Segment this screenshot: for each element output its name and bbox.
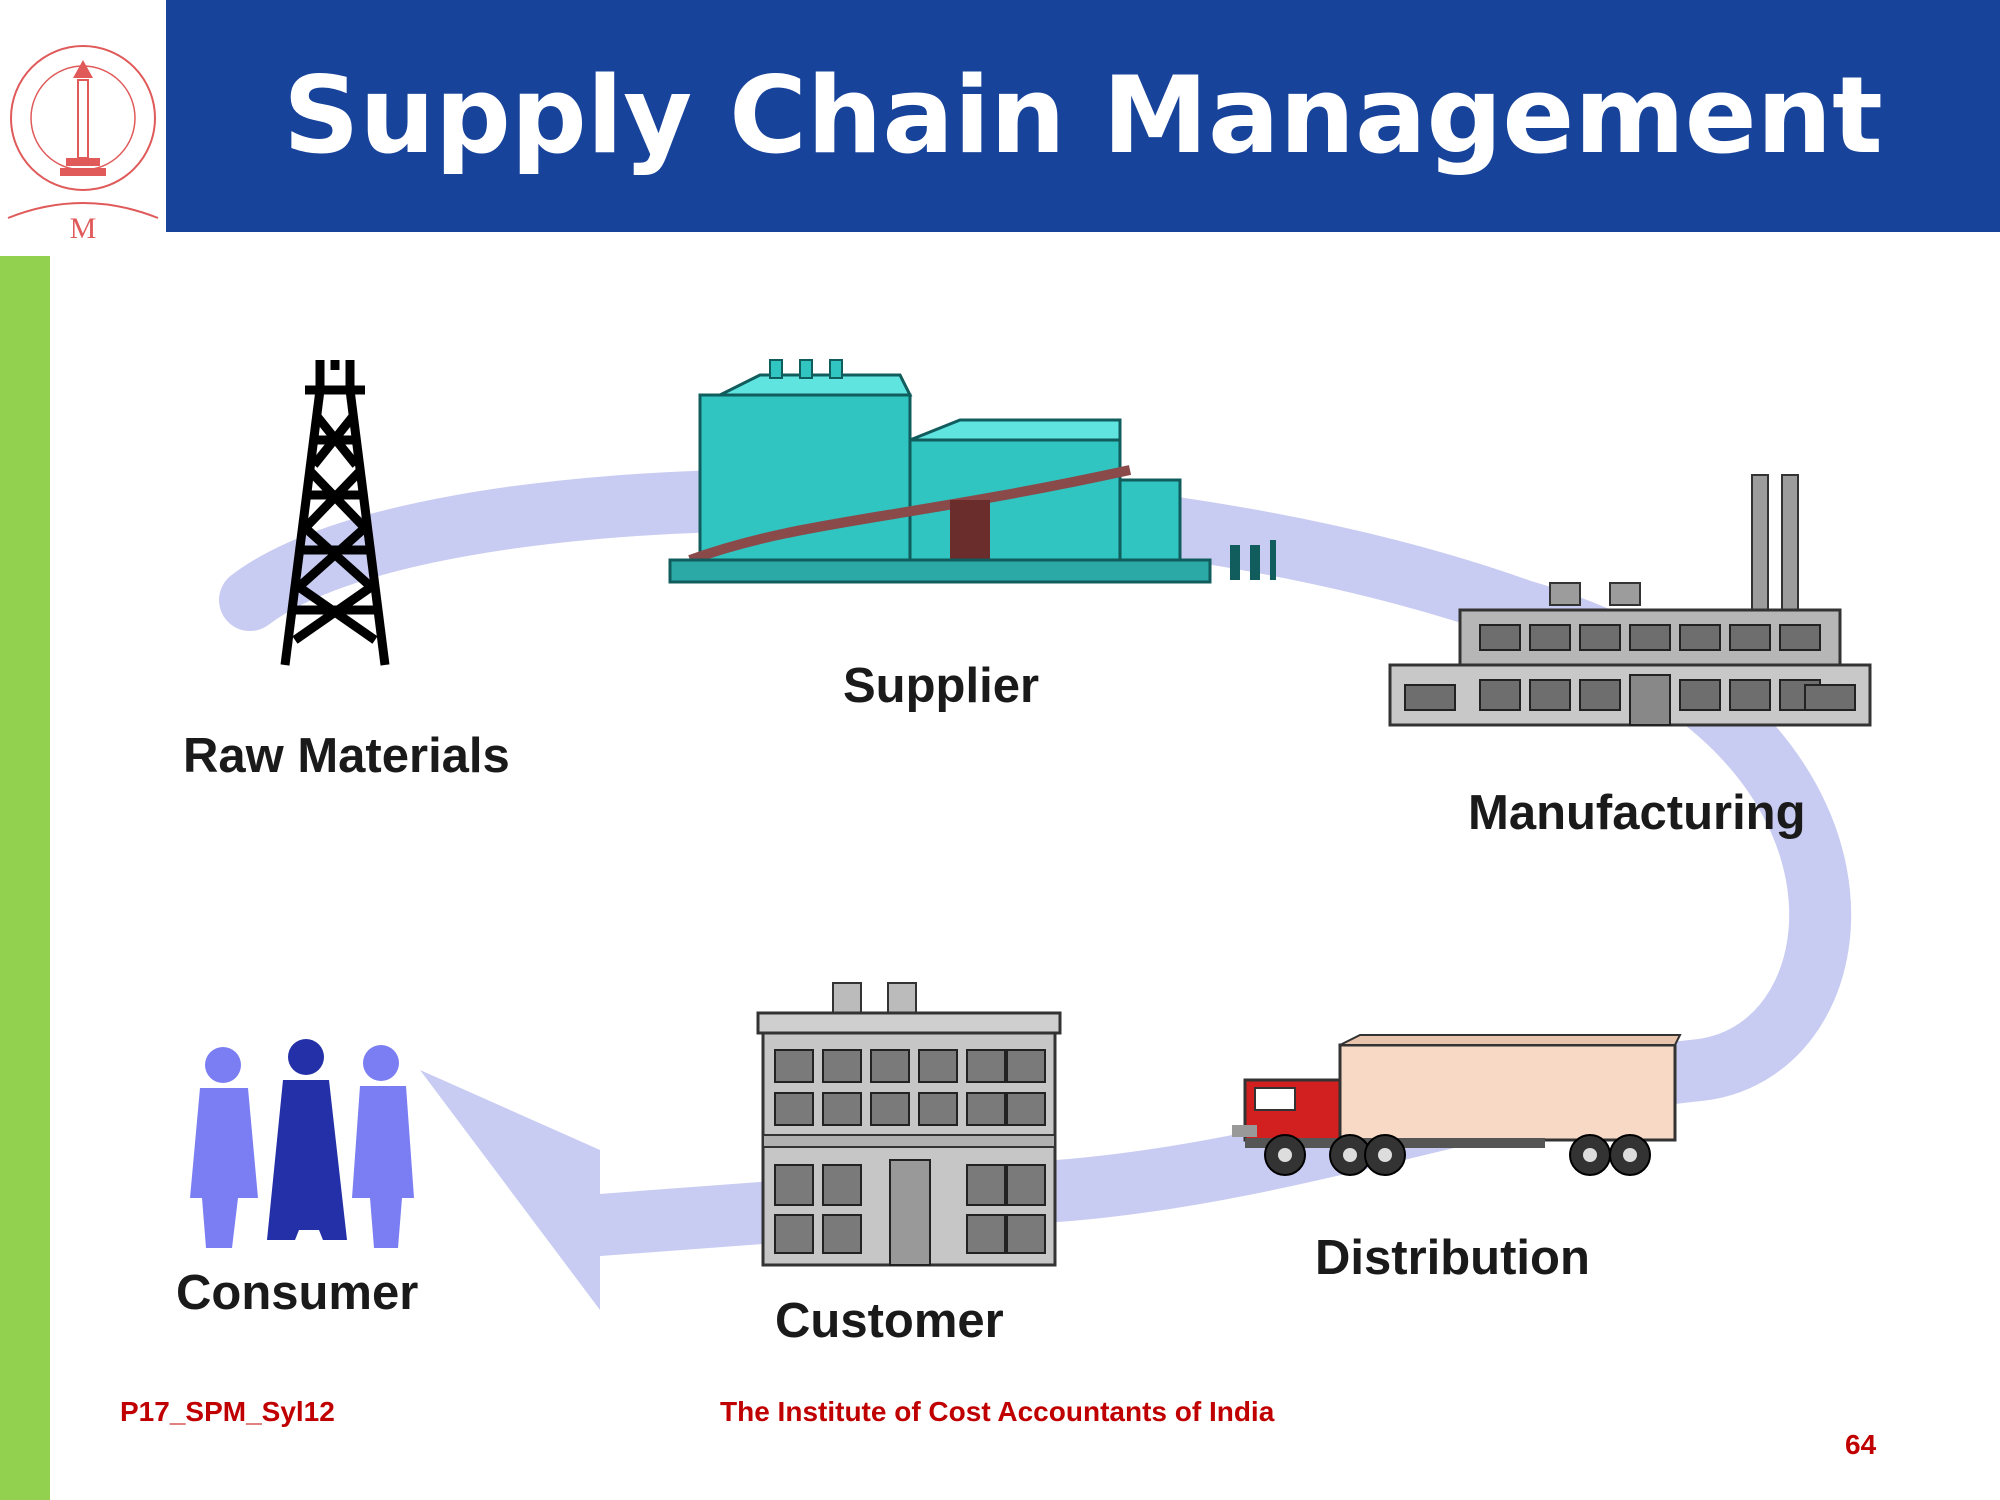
- truck-icon: [1232, 1034, 1682, 1176]
- label-manufacturing: Manufacturing: [1468, 786, 1806, 840]
- label-consumer: Consumer: [176, 1266, 419, 1320]
- label-raw-materials: Raw Materials: [183, 729, 510, 783]
- side-stripe: [0, 256, 50, 1500]
- title-bar: Supply Chain Management: [166, 0, 2000, 232]
- footer-code: P17_SPM_Syl12: [120, 1396, 335, 1427]
- supplier-plant-icon: [668, 359, 1276, 584]
- slide-title: Supply Chain Management: [283, 54, 1883, 177]
- page-number: 64: [1845, 1429, 1877, 1460]
- institute-logo: M: [0, 0, 166, 256]
- people-icon: [190, 1039, 414, 1248]
- footer-institute: The Institute of Cost Accountants of Ind…: [720, 1396, 1275, 1427]
- factory-icon: [1388, 474, 1872, 727]
- label-customer: Customer: [775, 1294, 1004, 1348]
- institute-emblem-icon: M: [7, 45, 159, 245]
- arrowhead-icon: [420, 1070, 600, 1310]
- oil-derrick-icon: [280, 360, 390, 666]
- svg-text:M: M: [70, 212, 97, 245]
- label-distribution: Distribution: [1315, 1231, 1590, 1285]
- office-building-icon: [756, 982, 1062, 1267]
- label-supplier: Supplier: [843, 659, 1040, 713]
